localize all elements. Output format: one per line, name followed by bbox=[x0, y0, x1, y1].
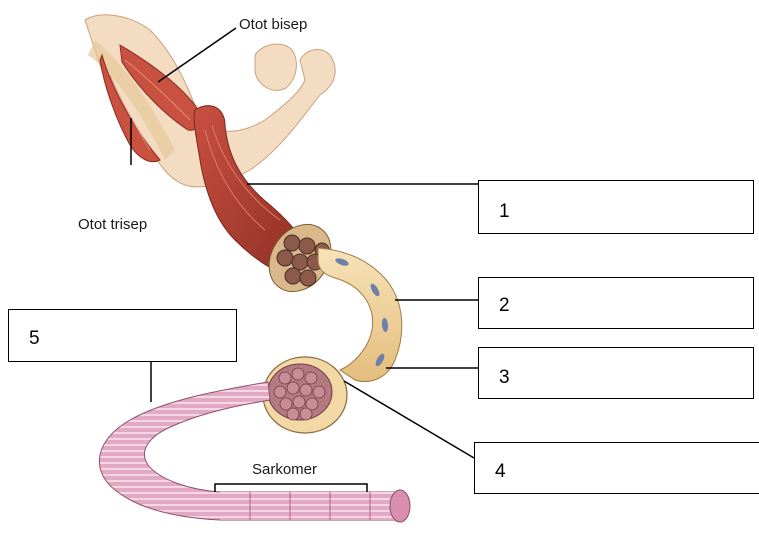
answer-box-3[interactable]: 3 bbox=[478, 347, 754, 399]
biceps-label: Otot bisep bbox=[239, 16, 307, 33]
sarcomere-label: Sarkomer bbox=[252, 461, 317, 478]
box-number-4: 4 bbox=[495, 461, 506, 483]
sarcomere-bracket bbox=[215, 484, 367, 492]
leader-line-4 bbox=[344, 381, 474, 458]
triceps-label: Otot trisep bbox=[78, 216, 147, 233]
answer-box-1[interactable]: 1 bbox=[478, 180, 754, 234]
box-number-5: 5 bbox=[29, 328, 40, 350]
box-number-3: 3 bbox=[499, 367, 510, 389]
fascicle bbox=[318, 248, 402, 382]
answer-box-4[interactable]: 4 bbox=[474, 442, 759, 494]
muscle-fiber bbox=[263, 357, 347, 433]
box-number-2: 2 bbox=[499, 295, 510, 317]
box-number-1: 1 bbox=[499, 201, 510, 223]
answer-box-5[interactable]: 5 bbox=[8, 309, 237, 362]
answer-box-2[interactable]: 2 bbox=[478, 277, 754, 329]
myofibril bbox=[99, 382, 410, 522]
